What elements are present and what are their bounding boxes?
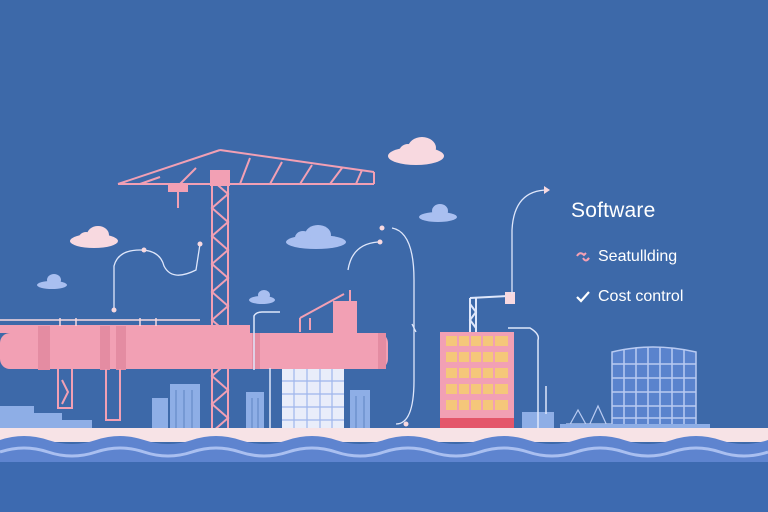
cloud-icon — [286, 225, 346, 249]
cloud-icon — [249, 290, 275, 304]
feature-item: Seatullding — [574, 248, 677, 266]
feature-label: Cost control — [598, 288, 684, 305]
lamp-posts — [253, 311, 547, 432]
connector-lines — [113, 189, 549, 425]
striped-building — [440, 292, 515, 430]
counterweight — [168, 184, 188, 192]
checkmark-icon — [574, 288, 592, 306]
cloud-icon — [388, 137, 444, 165]
cloud-icon — [70, 226, 118, 248]
arrows-icon — [574, 248, 592, 266]
page-title: Software — [571, 199, 656, 222]
feature-label: Seatullding — [598, 248, 678, 265]
feature-item: Cost control — [574, 288, 683, 306]
pipeline — [0, 318, 388, 421]
skyline — [0, 384, 554, 432]
deep-water — [0, 462, 768, 512]
stadium-building — [611, 346, 697, 429]
cloud-icon — [419, 204, 457, 222]
cloud-icon — [37, 274, 67, 289]
connector-nodes — [111, 186, 550, 427]
water-wave — [0, 446, 768, 458]
skyline-windows — [175, 390, 365, 430]
shore — [0, 428, 768, 442]
glass-building — [282, 368, 344, 432]
small-crane — [299, 290, 357, 333]
tower-crane — [117, 149, 375, 433]
crane-cab — [210, 170, 230, 186]
